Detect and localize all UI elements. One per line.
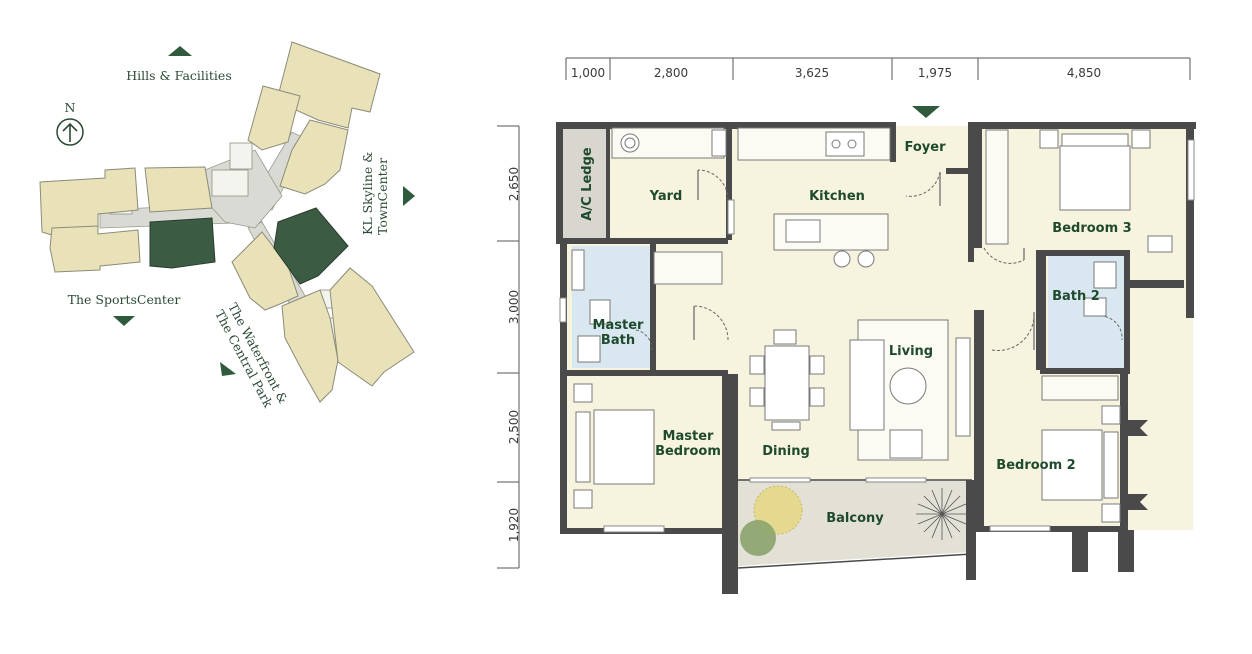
room-label-master-bedroom-2: Bedroom [655, 444, 721, 459]
triangle-right-icon [403, 186, 415, 206]
top-dimension: 3,625 [795, 66, 829, 80]
north-compass: N [56, 100, 84, 146]
label-hills-facilities: Hills & Facilities [126, 68, 232, 83]
furniture [571, 127, 1173, 523]
entrance-marker-icon [912, 106, 940, 118]
side-dimension: 2,650 [507, 167, 521, 201]
side-dimension: 3,000 [507, 290, 521, 324]
triangle-up-icon [168, 46, 192, 56]
svg-text:TownCenter: TownCenter [375, 158, 390, 235]
room-label-bedroom2: Bedroom 2 [996, 458, 1075, 473]
top-dimension: 2,800 [654, 66, 688, 80]
top-dimension-bar [565, 57, 1191, 80]
top-dimension: 1,975 [918, 66, 952, 80]
north-arrow-icon [62, 122, 78, 142]
compass-circle [56, 118, 84, 146]
north-label: N [65, 100, 76, 115]
side-dimension: 2,500 [507, 410, 521, 444]
label-sports-center: The SportsCenter [68, 292, 181, 307]
room-label-balcony: Balcony [826, 511, 884, 526]
walls [556, 122, 1196, 594]
room-label-master-bedroom: Master [663, 429, 714, 444]
room-label-bedroom3: Bedroom 3 [1052, 221, 1131, 236]
side-dimension: 1,920 [507, 508, 521, 542]
svg-text:KL Skyline &: KL Skyline & [360, 152, 375, 235]
door-leaves [693, 170, 1035, 350]
room-label-master-bath-2: Bath [601, 333, 635, 348]
highlighted-block-left [149, 217, 216, 269]
label-waterfront: The Waterfront & The Central Park [212, 300, 291, 410]
ac-ledge-area [560, 128, 606, 238]
room-label-dining: Dining [762, 444, 810, 459]
top-dimension: 4,850 [1067, 66, 1101, 80]
balcony-plants [740, 485, 968, 556]
triangle-down-icon [113, 316, 135, 326]
side-dimension-bar [497, 125, 520, 569]
room-label-ac-ledge: A/C Ledge [580, 147, 595, 221]
label-kl-skyline: KL Skyline & TownCenter [360, 152, 390, 235]
floor-plan: A/C Ledge Yard Kitchen Foyer Bedroom 3 M… [556, 122, 1196, 594]
site-plan: N Hills & Facilities The SportsCenter KL… [39, 41, 415, 410]
highlighted-block-right [273, 207, 349, 285]
room-label-yard: Yard [649, 189, 683, 204]
room-label-living: Living [889, 344, 933, 359]
room-label-kitchen: Kitchen [809, 189, 865, 204]
building-blocks [39, 41, 415, 403]
facade-fins [1128, 420, 1148, 510]
room-label-bath2: Bath 2 [1052, 289, 1100, 304]
room-label-master-bath: Master [593, 318, 644, 333]
room-label-foyer: Foyer [905, 140, 947, 155]
windows [559, 139, 1195, 533]
top-dimension: 1,000 [571, 66, 605, 80]
triangle-down-left-icon [220, 362, 236, 376]
